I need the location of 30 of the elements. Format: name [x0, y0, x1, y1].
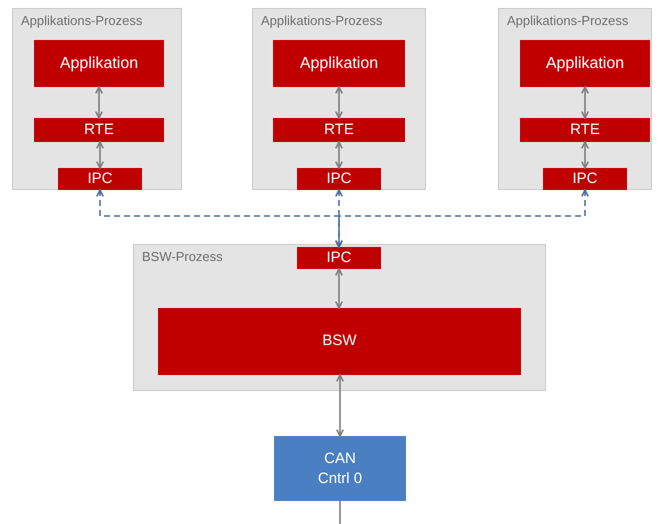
process-box: Applikation: [34, 40, 164, 87]
dashed-arrow: [335, 189, 589, 248]
arrow: [335, 86, 343, 119]
process-box: RTE: [273, 118, 405, 142]
process-heading: Applikations-Prozess: [507, 12, 628, 30]
controller-box: CAN Cntrl 0: [274, 436, 406, 501]
arrow: [581, 141, 589, 169]
process-box: RTE: [520, 118, 650, 142]
process-container: [252, 8, 426, 190]
process-heading: Applikations-Prozess: [21, 12, 142, 30]
process-box: Applikation: [520, 40, 650, 87]
process-container: [133, 244, 546, 391]
process-box: RTE: [34, 118, 164, 142]
arrow: [336, 374, 344, 437]
process-heading: BSW-Prozess: [142, 248, 223, 266]
arrow: [581, 86, 589, 119]
arrow: [95, 86, 103, 119]
arrow: [335, 268, 343, 309]
process-box: IPC: [297, 168, 381, 190]
process-box: IPC: [543, 168, 627, 190]
process-container: [12, 8, 182, 190]
process-box: IPC: [58, 168, 142, 190]
process-box: BSW: [158, 308, 521, 375]
connector-line: [339, 501, 341, 524]
process-box: IPC: [297, 247, 381, 269]
arrow: [335, 141, 343, 169]
process-container: [498, 8, 652, 190]
arrow: [96, 141, 104, 169]
process-heading: Applikations-Prozess: [261, 12, 382, 30]
process-box: Applikation: [273, 40, 405, 87]
